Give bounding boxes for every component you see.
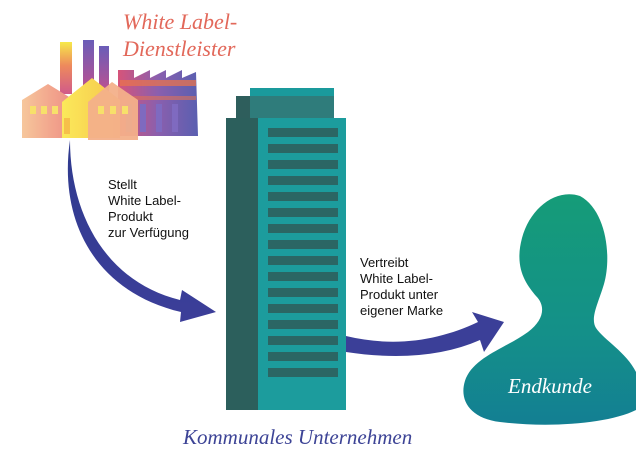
distribute-step-line: eigener Marke	[360, 303, 444, 318]
provide-step-caption: Stellt White Label- Produkt zur Verfügun…	[108, 177, 189, 241]
customer-silhouette-icon	[463, 194, 636, 425]
provide-step-line: Produkt	[108, 209, 153, 224]
distribute-step-line: White Label-	[360, 271, 433, 286]
office-building-icon	[226, 88, 346, 410]
customer-label: Endkunde	[508, 374, 592, 398]
provider-title-line-2: Dienstleister	[123, 36, 236, 61]
provide-step-line: Stellt	[108, 177, 137, 192]
provide-step-line: White Label-	[108, 193, 181, 208]
distribute-step-line: Vertreibt	[360, 255, 409, 270]
provide-arrow	[67, 140, 216, 322]
provide-step-line: zur Verfügung	[108, 225, 189, 240]
provider-title-line-1: White Label-	[123, 9, 238, 34]
distribute-arrow	[346, 312, 504, 356]
distribute-step-caption: Vertreibt White Label- Produkt unter eig…	[360, 255, 443, 319]
factory-icon	[22, 40, 198, 140]
company-label: Kommunales Unternehmen	[183, 425, 413, 449]
distribute-step-line: Produkt unter	[360, 287, 439, 302]
provider-title: White Label- Dienstleister	[123, 8, 237, 62]
